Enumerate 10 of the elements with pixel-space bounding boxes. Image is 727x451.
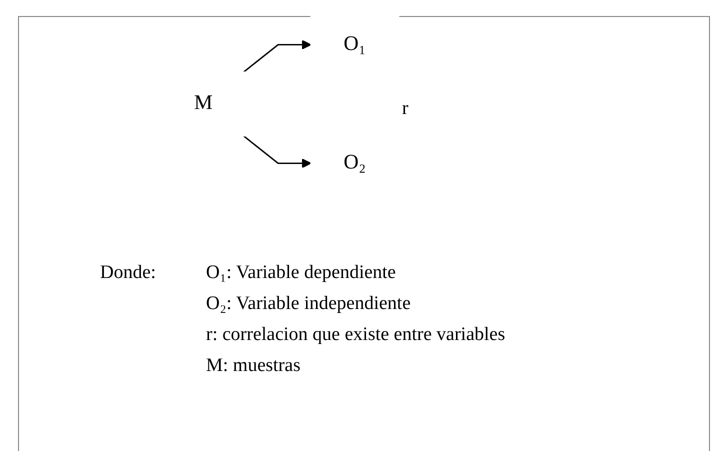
definition-text: O₁: Variable dependiente xyxy=(206,262,396,284)
variable-label: r xyxy=(402,98,408,120)
definition-text: r: correlacion que existe entre variables xyxy=(206,324,506,346)
arrow xyxy=(243,40,312,73)
node-text: M xyxy=(194,92,213,115)
definition-text: M: muestras xyxy=(206,355,300,377)
heading-label: Donde: xyxy=(100,262,156,284)
node-text: O₂ xyxy=(344,150,366,174)
arrow xyxy=(243,135,312,168)
definition-text: O₂: Variable independiente xyxy=(206,293,411,315)
